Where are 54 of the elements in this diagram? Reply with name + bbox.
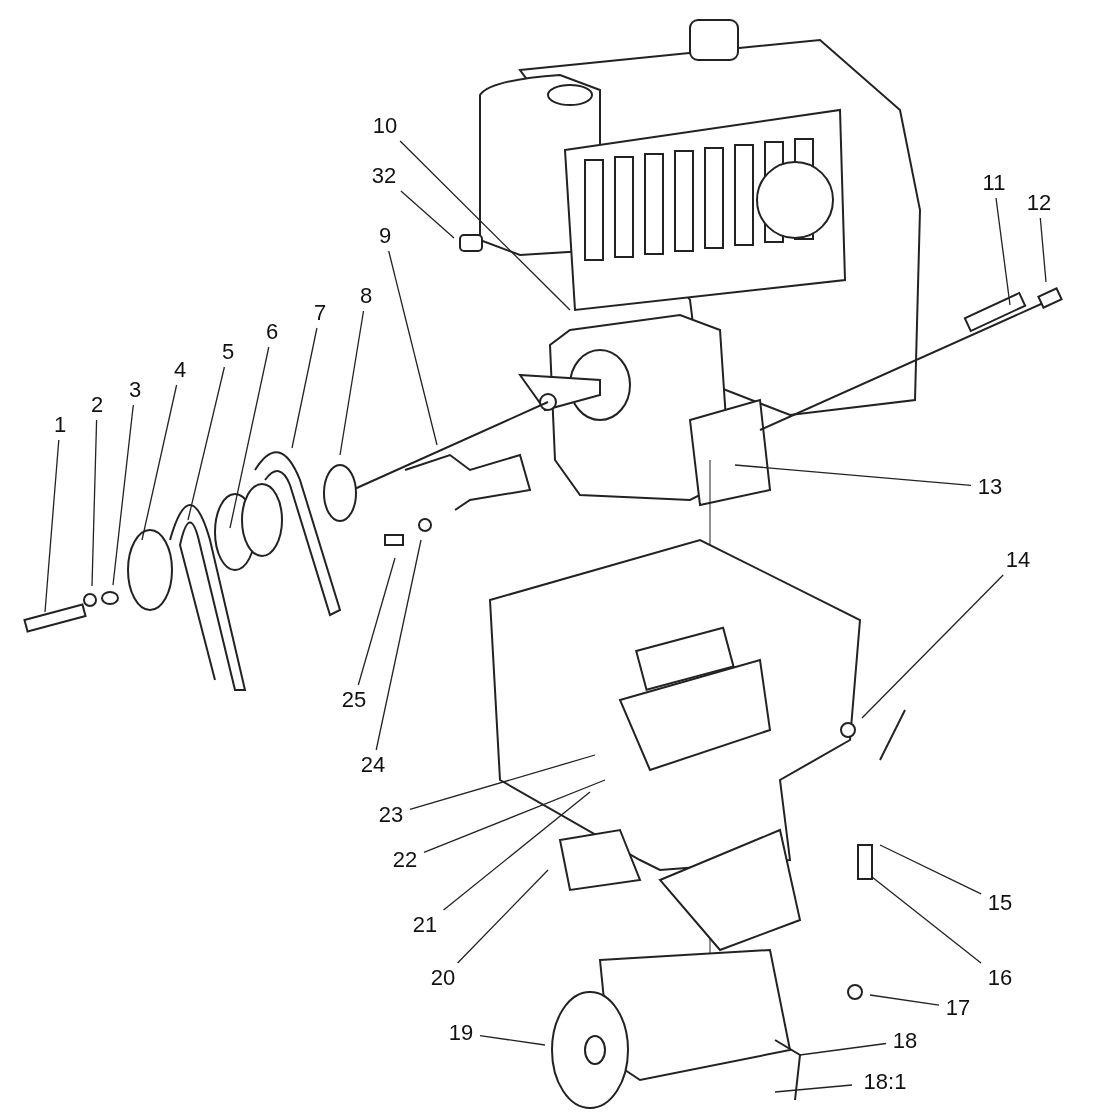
callout-number: 18: [889, 1029, 921, 1053]
callout-number: 8: [352, 284, 380, 308]
callout-number: 5: [214, 340, 242, 364]
leader-line: [479, 1035, 546, 1046]
leader-line: [423, 779, 606, 854]
callout-number: 17: [942, 996, 974, 1020]
leader-line: [399, 140, 571, 311]
leader-line: [291, 327, 318, 449]
leader-line: [187, 366, 226, 521]
callout-number: 18:1: [855, 1070, 915, 1094]
leader-line: [861, 574, 1004, 719]
leader-line: [357, 557, 396, 686]
leader-line: [44, 439, 60, 613]
callout-number: 10: [369, 114, 401, 138]
callout-number: 13: [974, 475, 1006, 499]
callout-number: 25: [338, 688, 370, 712]
leader-line: [879, 844, 982, 895]
leader-line: [734, 464, 972, 487]
leader-line: [112, 404, 134, 586]
callout-number: 2: [83, 393, 111, 417]
callout-number: 22: [389, 848, 421, 872]
callout-number: 6: [258, 320, 286, 344]
leader-line: [774, 1084, 853, 1093]
leader-line: [141, 384, 178, 541]
callout-number: 16: [984, 966, 1016, 990]
leader-line: [229, 346, 270, 529]
leader-line: [375, 539, 422, 751]
leader-line: [871, 876, 982, 964]
callout-number: 14: [1002, 548, 1034, 572]
leader-line: [995, 197, 1011, 306]
leader-line: [388, 250, 438, 446]
callout-number: 12: [1023, 191, 1055, 215]
callout-number: 1: [46, 413, 74, 437]
callout-number: 24: [357, 753, 389, 777]
callout-number: 23: [375, 803, 407, 827]
leader-line: [869, 994, 940, 1006]
leader-line: [339, 310, 365, 456]
callout-number: 15: [984, 891, 1016, 915]
leader-line: [400, 190, 455, 239]
callout-number: 11: [978, 171, 1010, 195]
leader-line: [91, 419, 98, 587]
leader-line: [409, 754, 596, 811]
callout-number: 21: [409, 913, 441, 937]
callout-number: 9: [371, 224, 399, 248]
callout-number: 20: [427, 966, 459, 990]
leader-line: [442, 791, 591, 911]
callout-number: 3: [121, 378, 149, 402]
leader-line: [456, 869, 549, 964]
callout-number: 7: [306, 301, 334, 325]
leader-line: [1039, 217, 1047, 283]
leader-line: [799, 1042, 887, 1056]
callout-number: 19: [445, 1021, 477, 1045]
callout-number: 4: [166, 358, 194, 382]
callout-number: 32: [368, 164, 400, 188]
